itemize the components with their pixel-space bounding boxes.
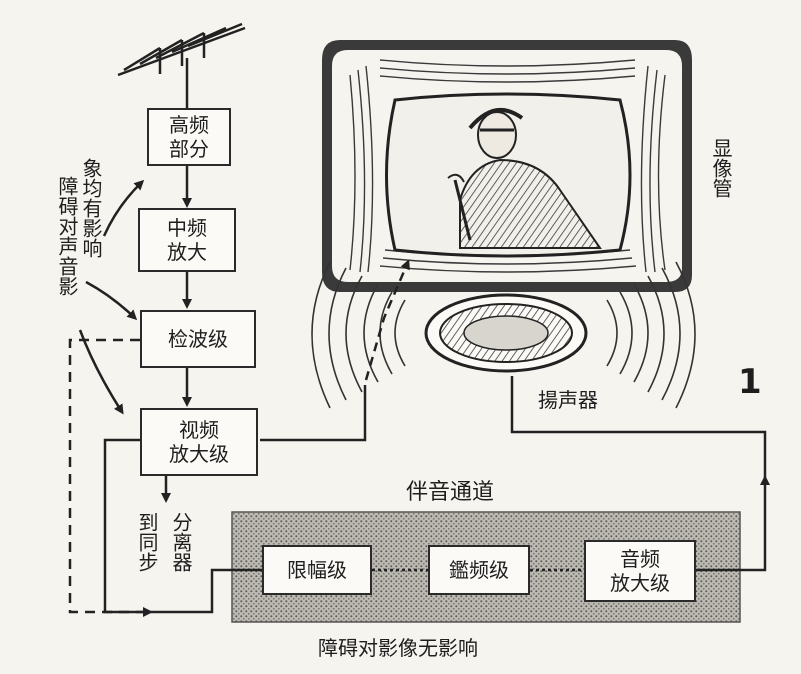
block-line: 放大级 [610,571,670,595]
sound-waves [311,261,696,409]
sync-separator-column-2: 分离器 [169,512,193,572]
antenna-icon [117,22,246,110]
block-line: 放大级 [169,442,229,466]
bottom-note: 障碍对影像无影响 [318,636,478,660]
rf-section-block: 高频 部分 [147,108,231,166]
sync-separator-column-1: 到同步 [135,512,159,572]
block-line: 限幅级 [287,558,347,582]
block-line: 中频 [167,216,207,240]
detector-block: 检波级 [140,310,256,368]
worker-image [447,108,602,249]
if-amplifier-block: 中频 放大 [138,208,236,272]
left-note-column-2: 象均有影响 [79,158,103,258]
left-note-column-1: 障碍对声音影 [55,176,79,296]
limiter-block: 限幅级 [262,545,372,595]
block-line: 部分 [169,137,209,161]
block-line: 鑑频级 [449,558,509,582]
block-line: 视频 [179,418,219,442]
crt-screen [385,92,632,258]
speaker-icon [424,293,588,373]
video-amplifier-block: 视频 放大级 [140,408,258,476]
block-line: 音频 [620,547,660,571]
speaker-label: 揚声器 [538,388,598,412]
crt-label: 显像管 [709,138,733,198]
block-line: 放大 [167,240,207,264]
block-line: 检波级 [168,327,228,351]
sound-channel-label: 伴音通道 [406,480,495,505]
block-line: 高频 [169,113,209,137]
discriminator-block: 鑑频级 [428,545,530,595]
signal-path [68,166,770,617]
audio-amplifier-block: 音频 放大级 [584,540,696,602]
figure-number: 1 [738,362,762,402]
